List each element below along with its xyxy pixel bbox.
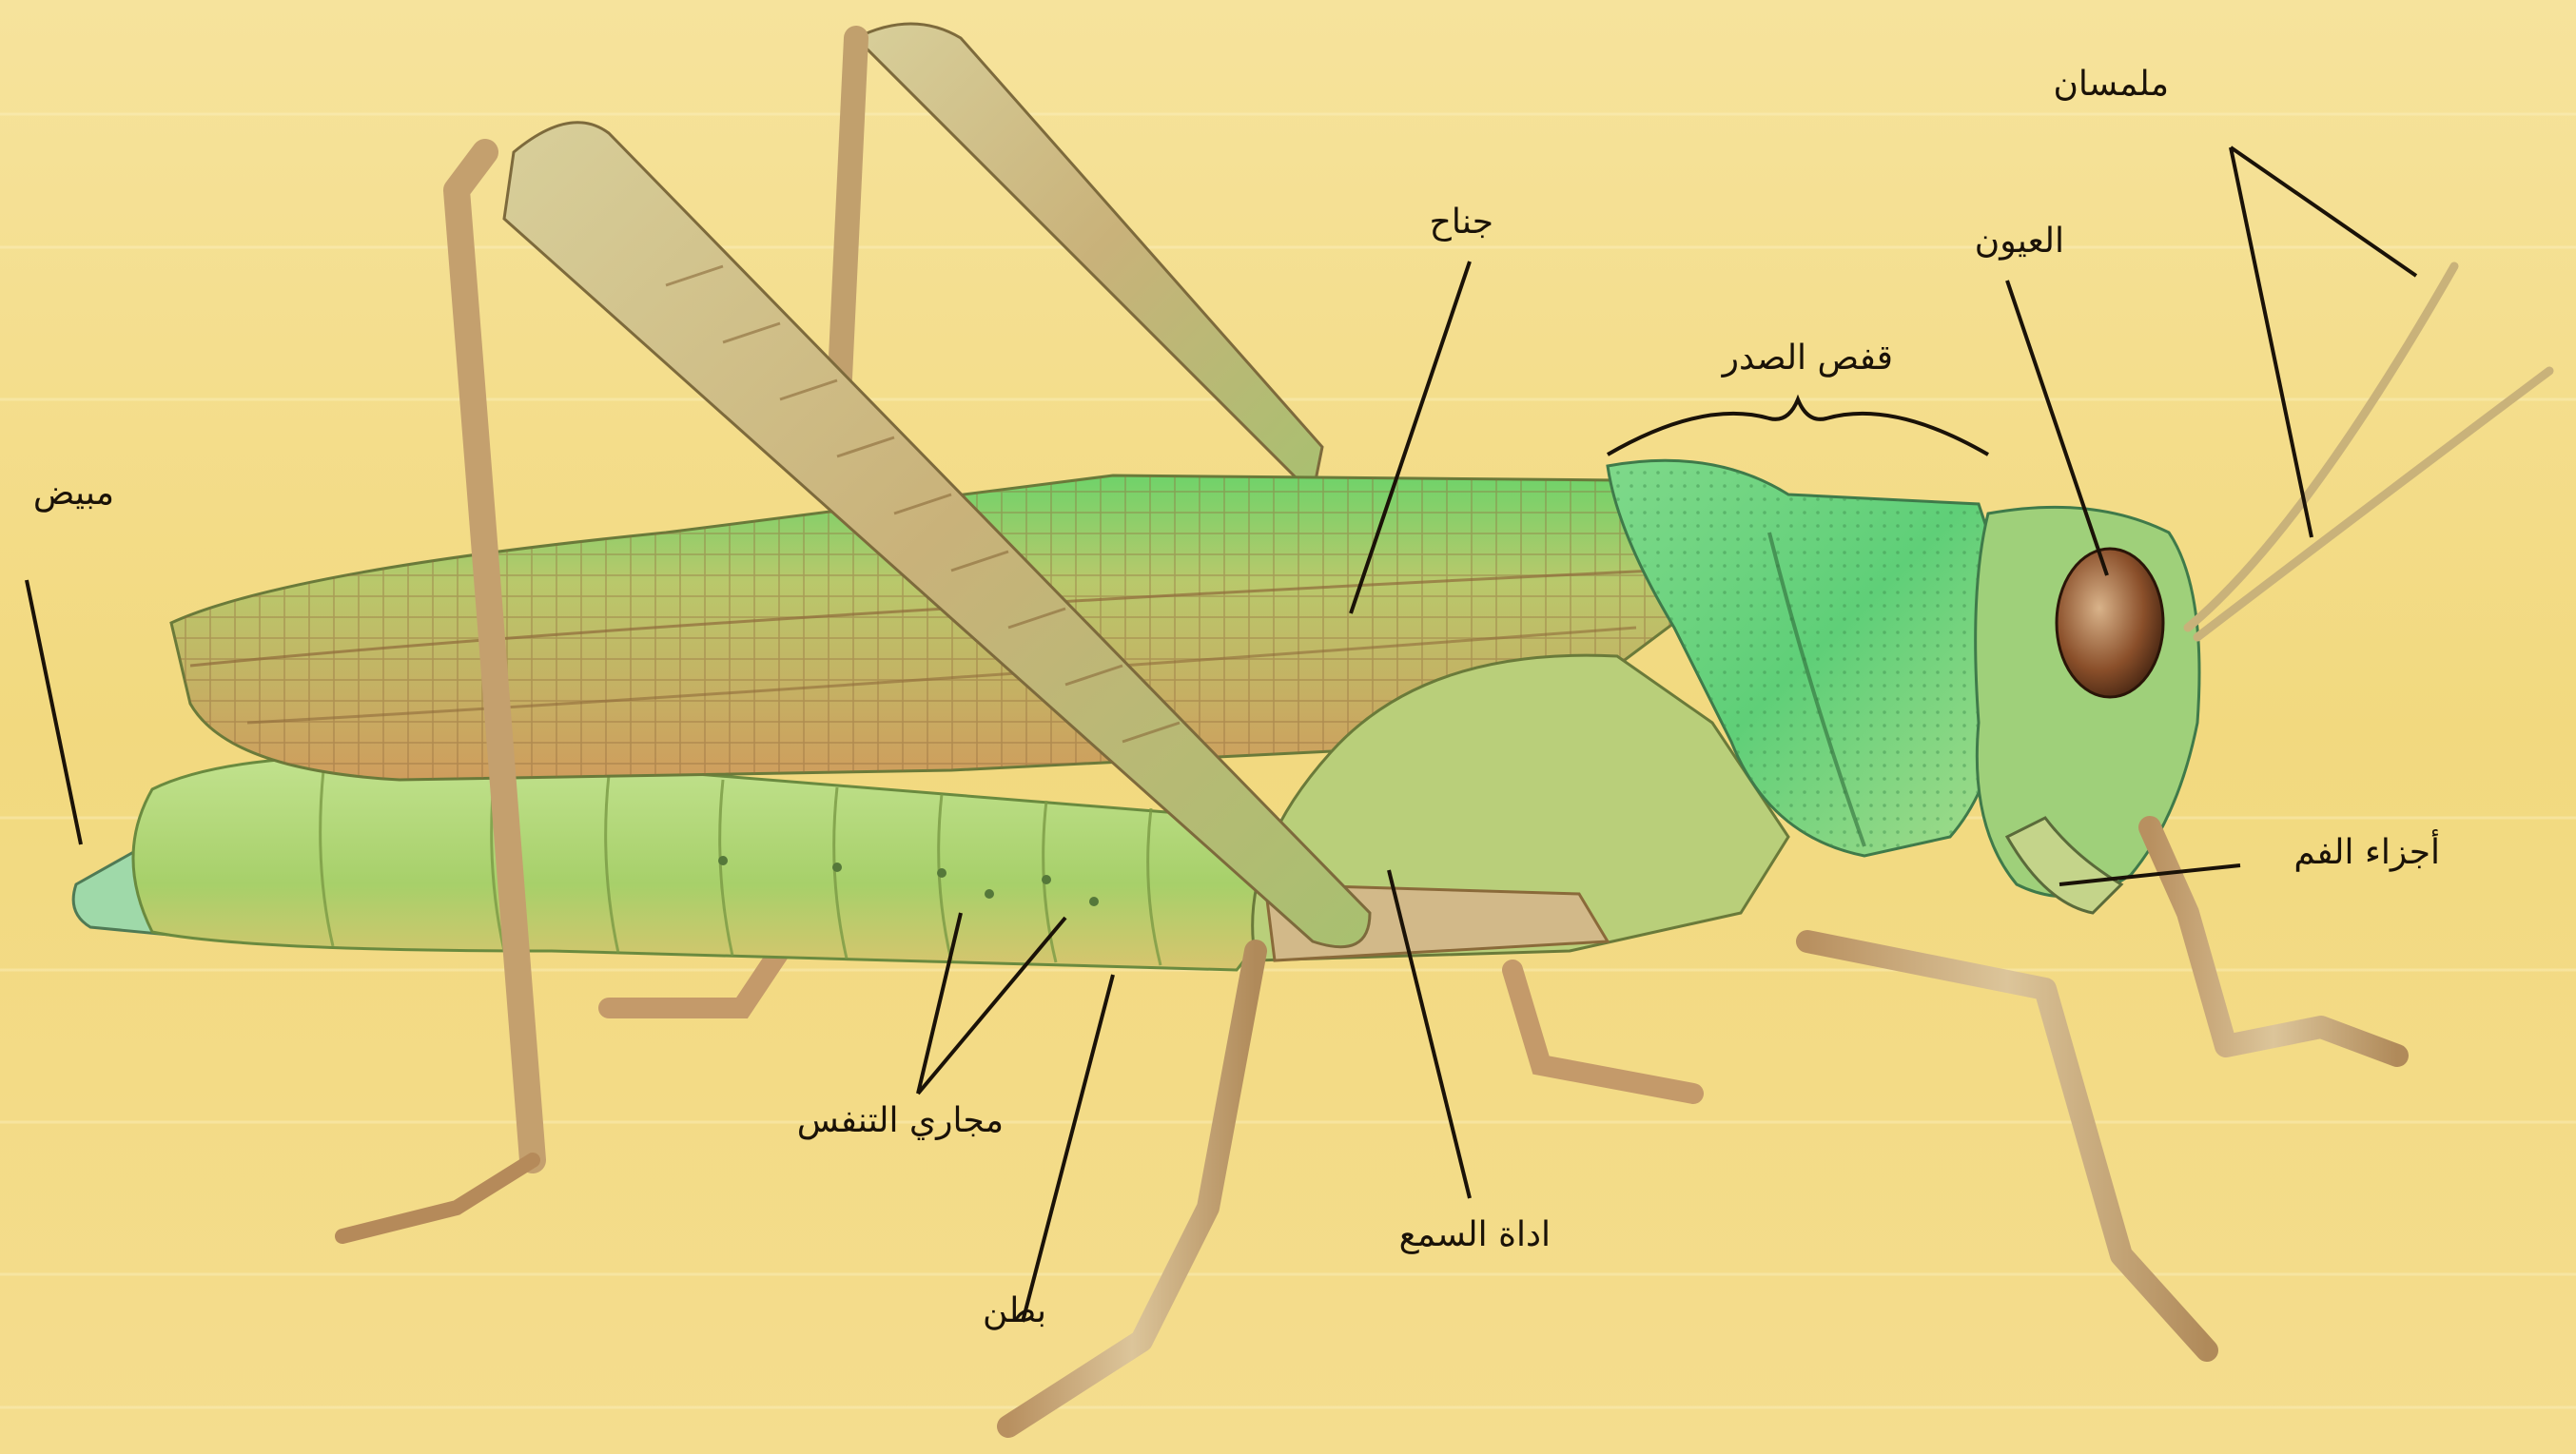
label-antennae: ملمسان — [2053, 65, 2169, 104]
compound-eye — [2057, 549, 2163, 697]
label-abdomen: بطن — [983, 1291, 1046, 1330]
label-thorax-cage: قفص الصدر — [1721, 339, 1893, 378]
label-hearing-organ: اداة السمع — [1399, 1215, 1551, 1254]
label-mouthparts: أجزاء الفم — [2293, 829, 2440, 872]
label-ovipositor: مبيض — [33, 474, 114, 513]
label-eyes: العيون — [1975, 222, 2064, 261]
label-wing: جناح — [1430, 203, 1493, 242]
label-spiracles: مجاري التنفس — [797, 1101, 1004, 1140]
